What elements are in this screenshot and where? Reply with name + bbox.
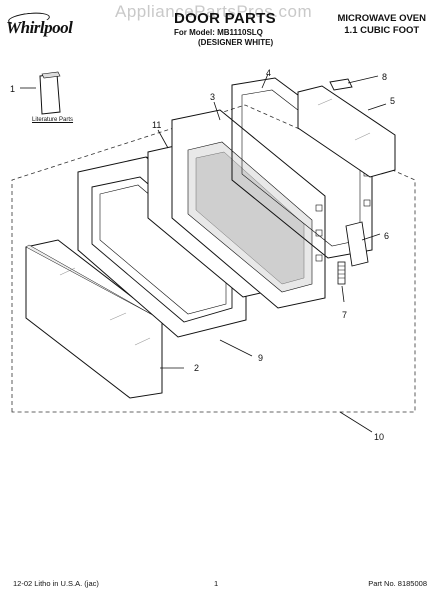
inner-door-assembly — [171, 101, 326, 309]
callout-2: 2 — [194, 363, 199, 373]
door-latch — [345, 221, 381, 267]
callout-5: 5 — [390, 96, 395, 106]
leader-10 — [339, 411, 373, 433]
assembly-boundary — [11, 104, 416, 413]
callout-4: 4 — [266, 68, 271, 78]
callout-10: 10 — [374, 432, 384, 442]
footer-part-number: Part No. 8185008 — [368, 579, 427, 588]
literature-parts-label: Literature Parts — [32, 117, 74, 123]
literature-booklet — [20, 71, 61, 115]
model-color: (DESIGNER WHITE) — [198, 38, 274, 47]
watermark: AppliancePartsPros.com — [115, 2, 313, 21]
product-type-line1: MICROWAVE OVEN — [337, 13, 427, 24]
model-info: For Model: MB1110SLQ (DESIGNER WHITE) — [174, 28, 273, 48]
callout-8: 8 — [382, 72, 387, 82]
callout-9: 9 — [258, 353, 263, 363]
brand-logo: Whirlpool — [6, 18, 73, 37]
callout-11: 11 — [152, 120, 161, 130]
bracket — [329, 75, 379, 91]
callout-6: 6 — [384, 231, 389, 241]
model-number: For Model: MB1110SLQ — [174, 28, 263, 37]
callout-3: 3 — [210, 92, 215, 102]
inner-glass — [297, 85, 396, 178]
latch-spring — [337, 261, 346, 303]
footer-litho: 12-02 Litho in U.S.A. (jac) — [13, 579, 99, 588]
callout-1: 1 — [10, 84, 15, 94]
callout-7: 7 — [342, 310, 347, 320]
product-type-line2: 1.1 CUBIC FOOT — [344, 25, 420, 36]
page-title: DOOR PARTS — [174, 10, 276, 27]
product-type: MICROWAVE OVEN 1.1 CUBIC FOOT — [338, 13, 427, 37]
footer-page-number: 1 — [214, 579, 219, 588]
